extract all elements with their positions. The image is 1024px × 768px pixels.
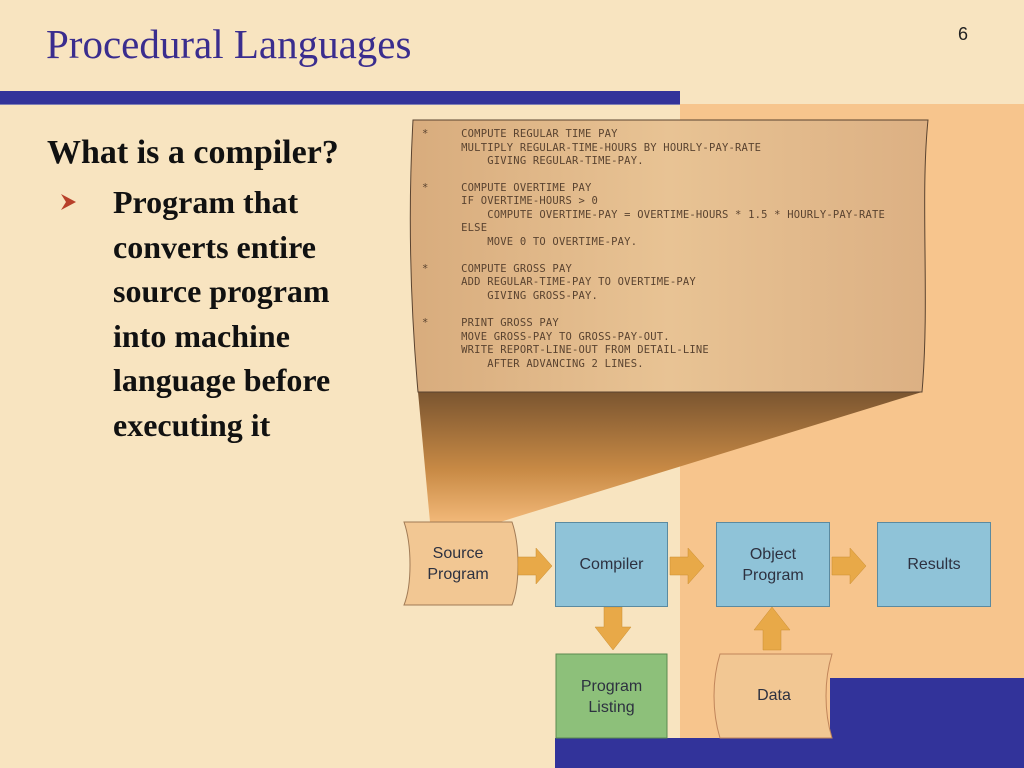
code-line: * PRINT GROSS PAY bbox=[422, 317, 559, 329]
code-sheet bbox=[409, 119, 929, 393]
code-line: * COMPUTE OVERTIME PAY bbox=[422, 182, 592, 194]
code-line: * COMPUTE REGULAR TIME PAY bbox=[422, 128, 618, 140]
arrow-right-icon bbox=[831, 547, 867, 585]
arrow-right-icon bbox=[517, 547, 553, 585]
program-listing-shape bbox=[555, 653, 668, 739]
code-line: IF OVERTIME-HOURS > 0 bbox=[422, 195, 599, 207]
code-line: * COMPUTE GROSS PAY bbox=[422, 263, 572, 275]
arrow-up-icon bbox=[753, 606, 791, 651]
code-line: AFTER ADVANCING 2 LINES. bbox=[422, 358, 644, 370]
code-line: WRITE REPORT-LINE-OUT FROM DETAIL-LINE bbox=[422, 344, 709, 356]
bullet-arrow-icon bbox=[61, 194, 76, 210]
code-line: ELSE bbox=[422, 222, 488, 234]
funnel-shape bbox=[418, 392, 922, 522]
code-line: ADD REGULAR-TIME-PAY TO OVERTIME-PAY bbox=[422, 276, 696, 288]
results-box: Results bbox=[877, 522, 991, 607]
arrow-right-icon bbox=[669, 547, 705, 585]
code-line: GIVING REGULAR-TIME-PAY. bbox=[422, 155, 644, 167]
code-line: MOVE 0 TO OVERTIME-PAY. bbox=[422, 236, 638, 248]
background-blue-strip bbox=[555, 738, 830, 768]
data-label: Data bbox=[757, 686, 791, 704]
slide-number: 6 bbox=[958, 24, 969, 44]
slide-title: Procedural Languages bbox=[46, 21, 412, 67]
bullet-text: Program that converts entire source prog… bbox=[113, 184, 331, 443]
arrow-down-icon bbox=[594, 606, 632, 651]
code-line: MULTIPLY REGULAR-TIME-HOURS BY HOURLY-PA… bbox=[422, 142, 762, 154]
code-line: COMPUTE OVERTIME-PAY = OVERTIME-HOURS * … bbox=[422, 209, 886, 221]
question-heading: What is a compiler? bbox=[47, 134, 339, 171]
title-underline-rule bbox=[0, 104, 680, 105]
source-program-shape bbox=[403, 521, 519, 606]
code-line: MOVE GROSS-PAY TO GROSS-PAY-OUT. bbox=[422, 331, 670, 343]
compiler-box: Compiler bbox=[555, 522, 668, 607]
title-underline-bar bbox=[0, 91, 680, 104]
data-shape bbox=[713, 653, 833, 739]
code-line: GIVING GROSS-PAY. bbox=[422, 290, 599, 302]
background-blue-block bbox=[830, 678, 1024, 768]
